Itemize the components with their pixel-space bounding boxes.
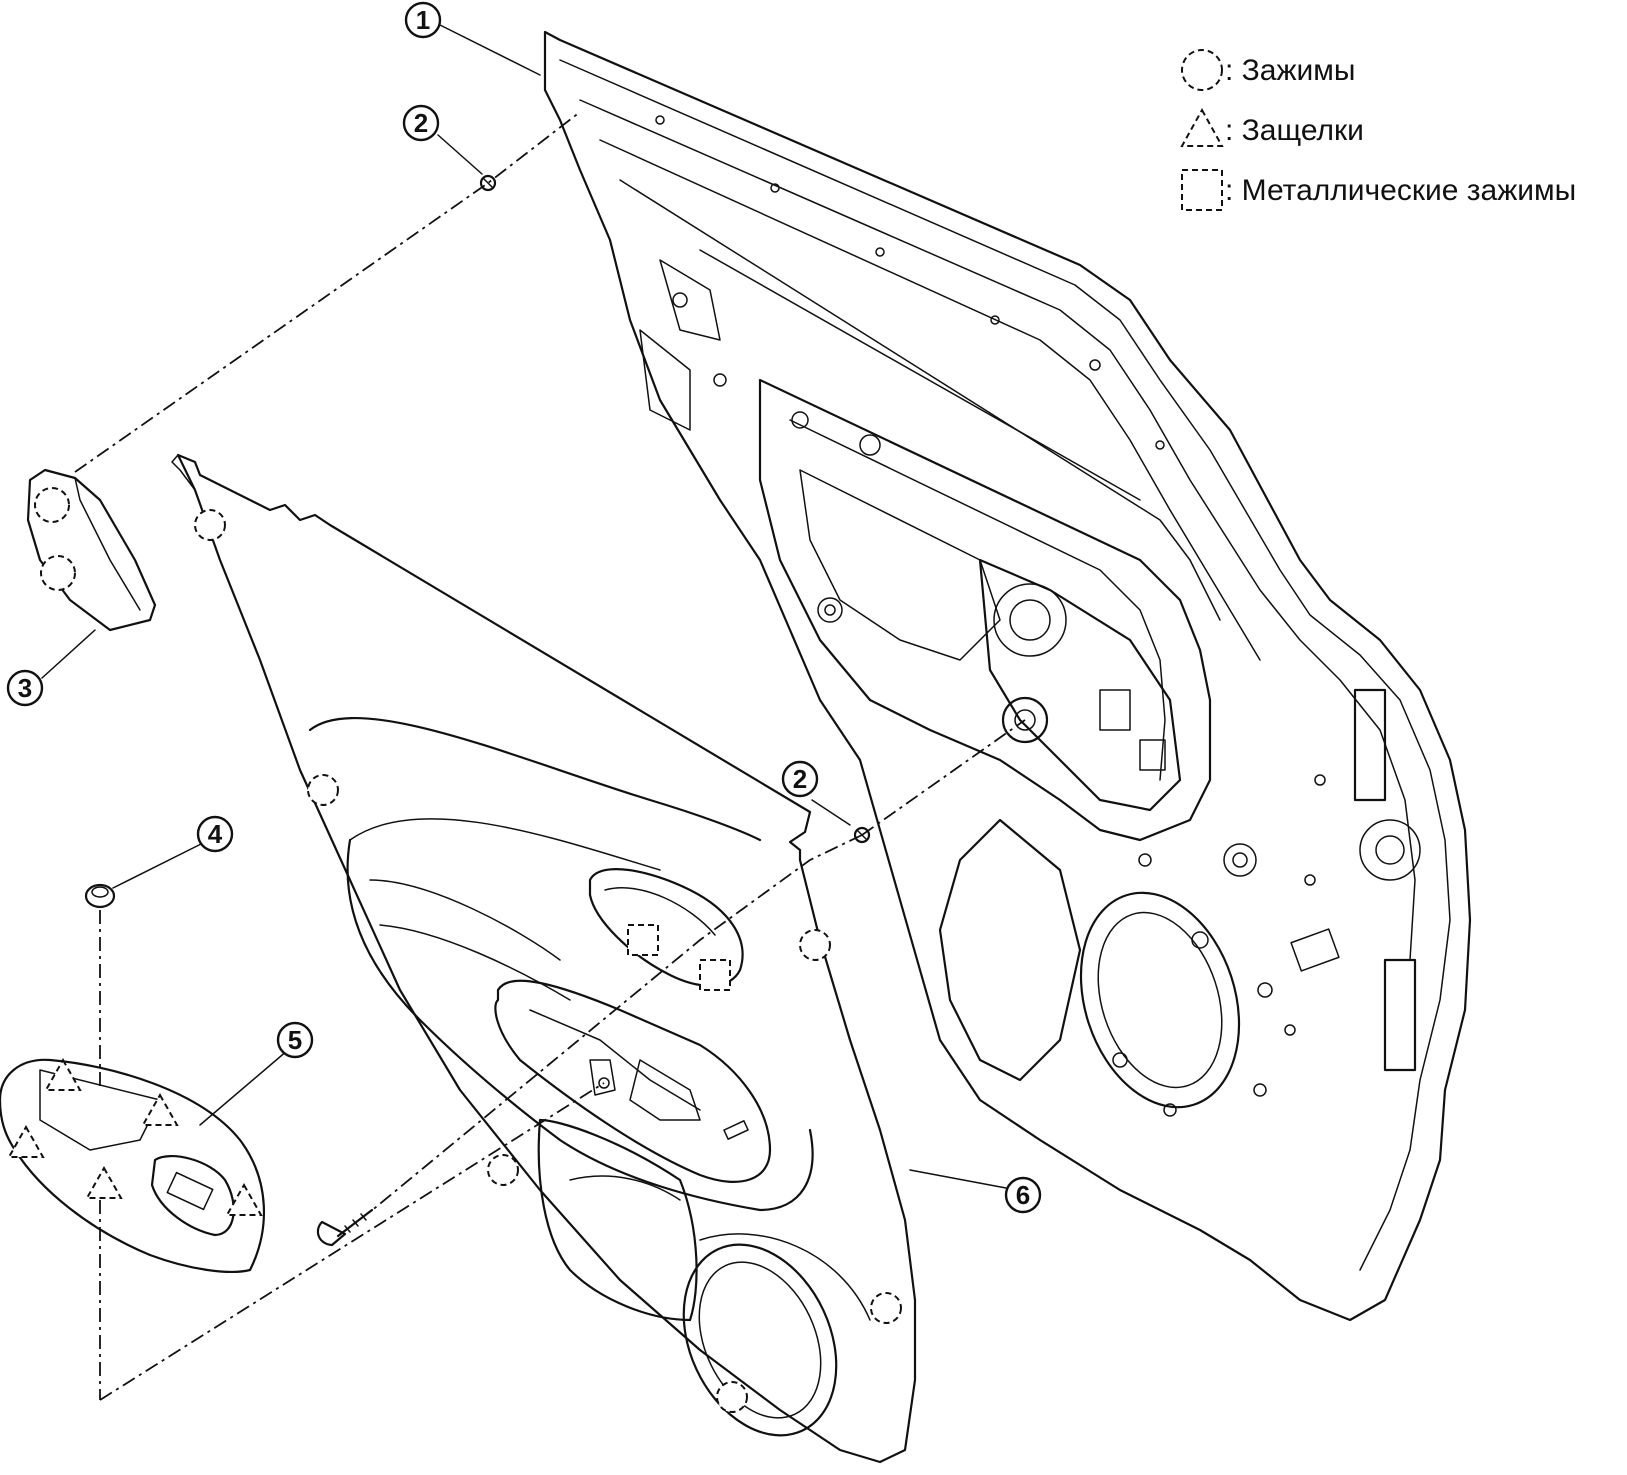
callout-2-upper: 2	[402, 104, 440, 142]
legend: : Зажимы : Защелки : Металлические зажим…	[1180, 49, 1576, 211]
callout-4: 4	[196, 815, 234, 853]
svg-text:6: 6	[1016, 1180, 1030, 1210]
legend-latches-label: : Защелки	[1225, 114, 1364, 147]
screw-upper	[479, 174, 497, 192]
legend-clips-label: : Зажимы	[1225, 54, 1356, 87]
corner-finisher	[26, 468, 157, 632]
tapping-screw	[316, 1208, 374, 1247]
svg-text:2: 2	[793, 764, 807, 794]
door-inner-panel	[543, 30, 1472, 1322]
svg-text:3: 3	[18, 673, 32, 703]
cap	[84, 883, 116, 909]
callout-6: 6	[1004, 1176, 1042, 1214]
legend-clip-icon	[1181, 49, 1223, 91]
callout-leaders	[41, 24, 1007, 1189]
door-trim-panel	[171, 453, 917, 1464]
callout-3: 3	[6, 669, 44, 707]
legend-latch-icon	[1180, 107, 1224, 147]
callout-5: 5	[276, 1021, 314, 1059]
callout-2-middle: 2	[781, 760, 819, 798]
callout-1: 1	[404, 1, 442, 39]
legend-metal-clips-label: : Металлические зажимы	[1225, 174, 1576, 207]
legend-metal-clip-icon	[1181, 169, 1223, 211]
svg-text:5: 5	[288, 1025, 302, 1055]
svg-text:2: 2	[414, 108, 428, 138]
switch-finisher	[0, 1057, 266, 1273]
svg-text:4: 4	[208, 819, 223, 849]
svg-text:1: 1	[416, 5, 430, 35]
assembly-lines	[74, 111, 1026, 1401]
